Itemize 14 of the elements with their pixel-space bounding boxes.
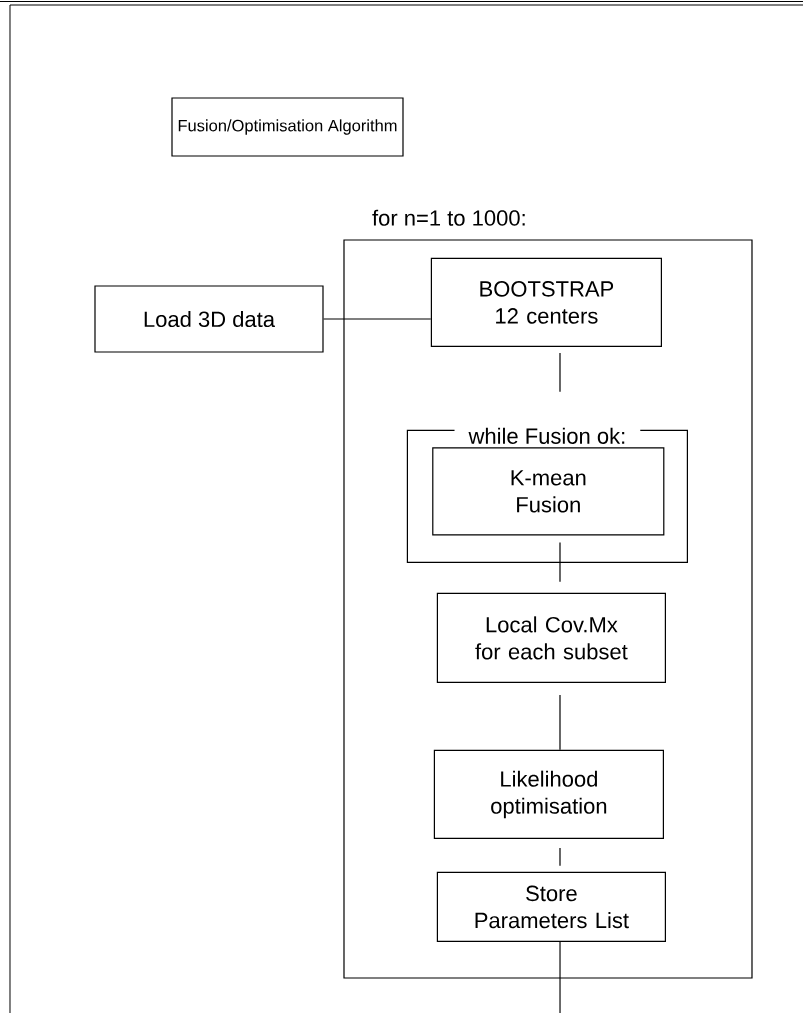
process-box: Load 3D data xyxy=(94,285,324,353)
process-box: Local Cov.Mx for each subset xyxy=(436,592,666,683)
connector-line xyxy=(559,694,561,751)
connector-line xyxy=(559,847,561,867)
process-box: BOOTSTRAP 12 centers xyxy=(430,257,662,347)
node-label: for n=1 to 1000: xyxy=(372,209,525,226)
connector-line xyxy=(559,541,561,583)
connector-line xyxy=(559,941,561,1013)
process-box: K-mean Fusion xyxy=(432,447,665,536)
process-box: Store Parameters List xyxy=(436,871,666,942)
title-box: Fusion/Optimisation Algorithm xyxy=(171,97,404,157)
connector-line xyxy=(559,352,561,393)
connector-line xyxy=(323,318,432,320)
process-box: Likelihood optimisation xyxy=(433,749,664,839)
